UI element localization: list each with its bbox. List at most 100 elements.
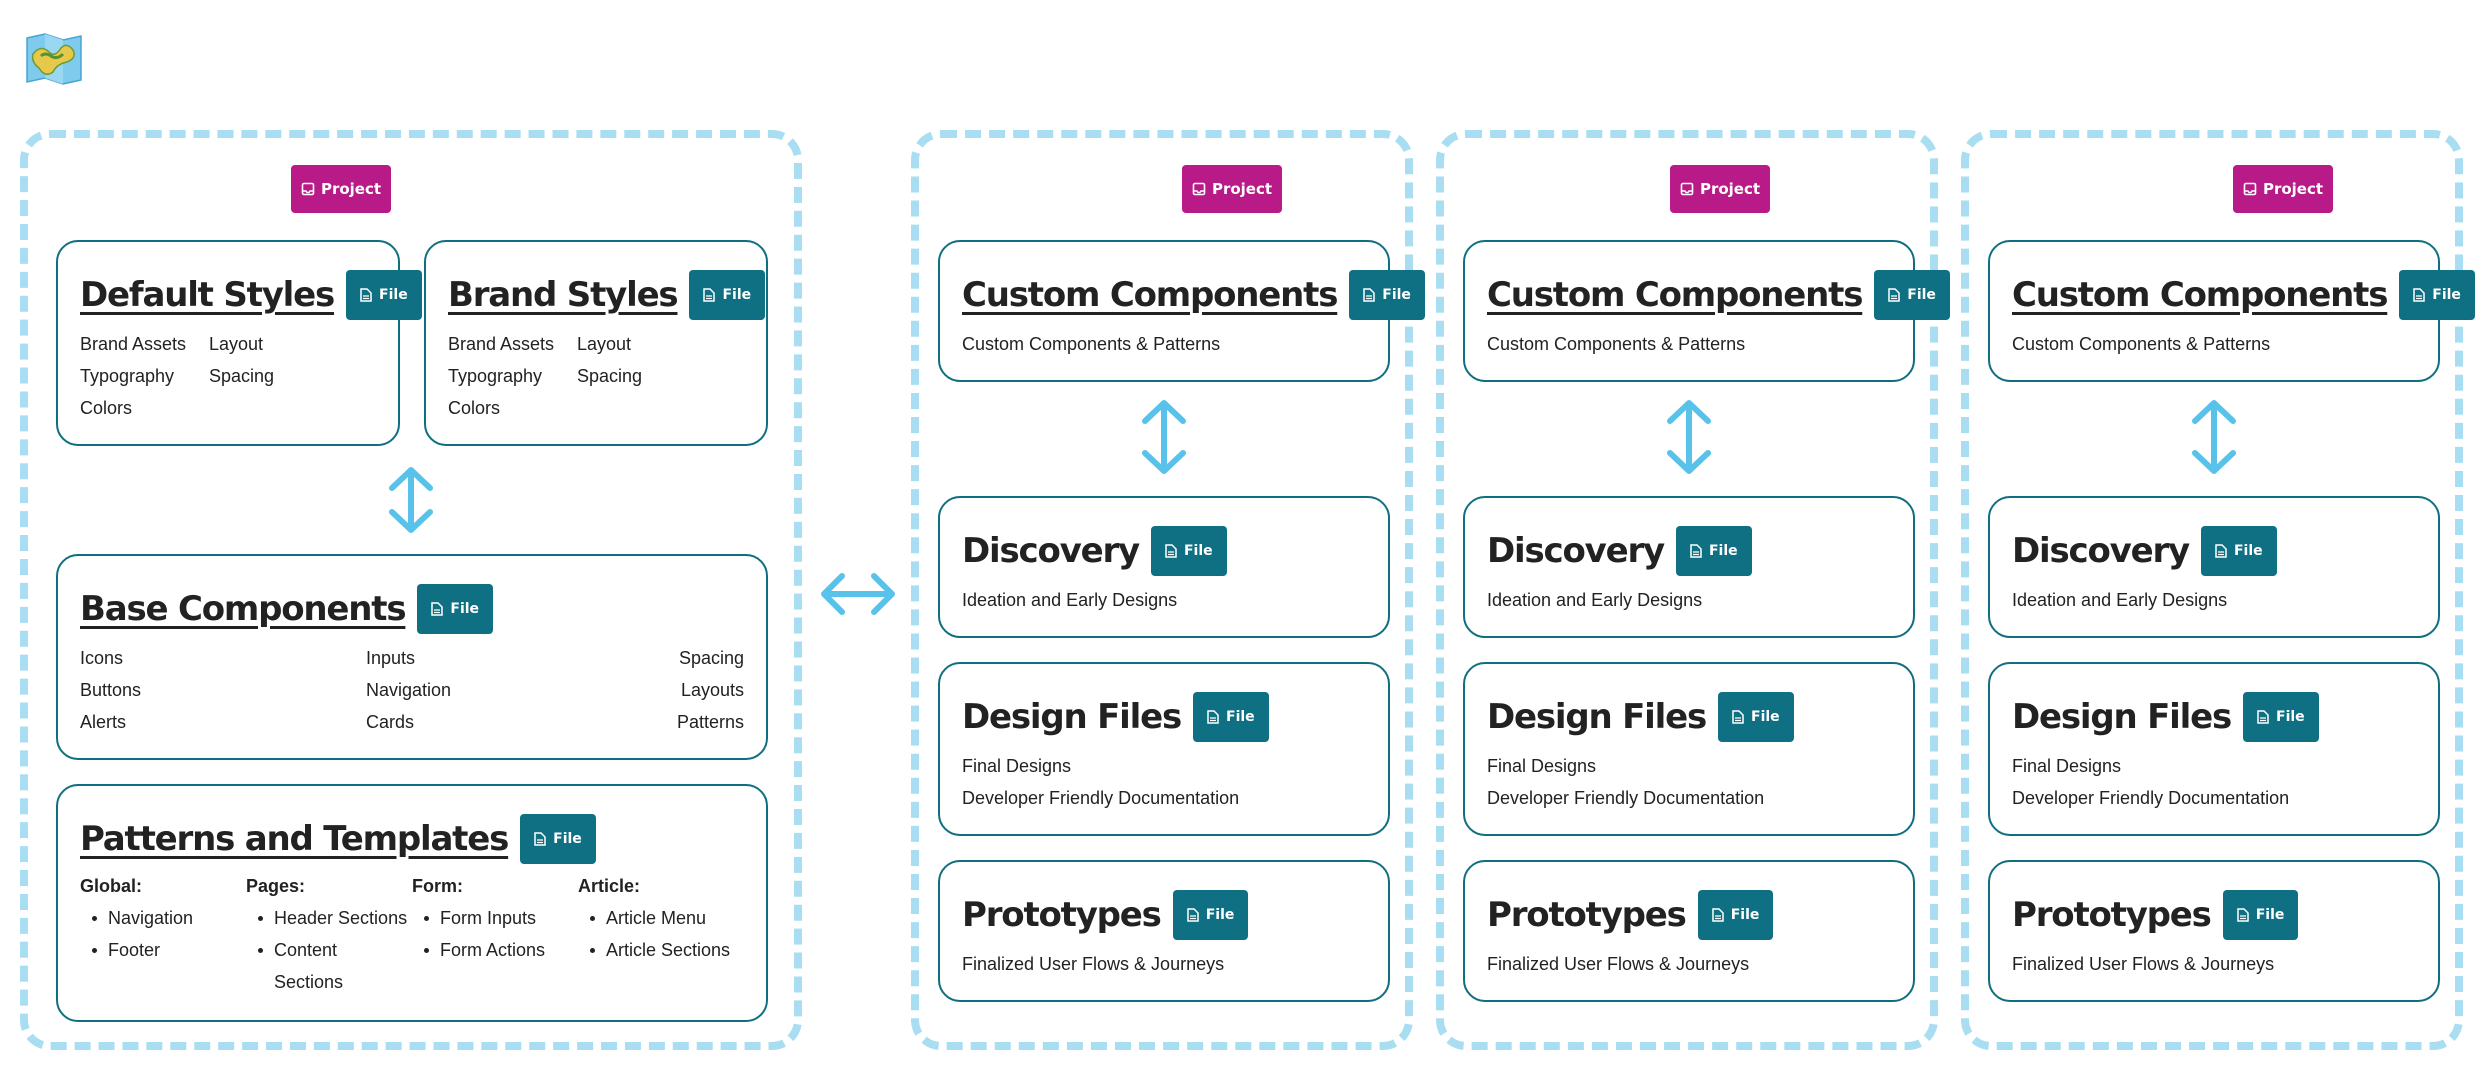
base-components-card[interactable]: Base Components File Icons Inputs Spacin…	[56, 554, 768, 760]
file-button[interactable]: File	[2243, 692, 2319, 742]
group-heading: Form:	[412, 870, 463, 902]
bullet	[424, 916, 429, 921]
file-icon	[1888, 288, 1900, 302]
inbox-icon	[2243, 182, 2257, 196]
file-label: File	[1709, 543, 1738, 559]
file-button[interactable]: File	[1874, 270, 1950, 320]
inbox-icon	[301, 182, 315, 196]
file-button[interactable]: File	[1676, 526, 1752, 576]
brand-styles-card[interactable]: Brand Styles File Brand Assets Layout Ty…	[424, 240, 768, 446]
card-description: Custom Components & Patterns	[962, 328, 1220, 360]
file-icon	[2215, 544, 2227, 558]
file-icon	[1207, 710, 1219, 724]
file-button[interactable]: File	[689, 270, 765, 320]
file-label: File	[1907, 287, 1936, 303]
prototypes-title: Prototypes	[2012, 895, 2211, 935]
list-item: Spacing	[577, 360, 642, 392]
list-item: Inputs	[366, 642, 415, 674]
project-label: Project	[1700, 180, 1760, 198]
file-button[interactable]: File	[1698, 890, 1774, 940]
group-heading: Pages:	[246, 870, 305, 902]
list-item: Layout	[577, 328, 631, 360]
card-description: Custom Components & Patterns	[1487, 328, 1745, 360]
list-item: Navigation	[366, 674, 451, 706]
card-description: Final Designs	[2012, 750, 2121, 782]
card-description: Finalized User Flows & Journeys	[1487, 948, 1749, 980]
file-button[interactable]: File	[417, 584, 493, 634]
custom-components-title[interactable]: Custom Components	[1487, 275, 1862, 315]
base-components-title[interactable]: Base Components	[80, 589, 405, 629]
project-button[interactable]: Project	[1182, 165, 1282, 213]
file-button[interactable]: File	[1349, 270, 1425, 320]
file-button[interactable]: File	[1173, 890, 1249, 940]
list-item: Brand Assets	[448, 328, 554, 360]
project-button[interactable]: Project	[1670, 165, 1770, 213]
file-label: File	[2432, 287, 2461, 303]
project-button[interactable]: Project	[291, 165, 391, 213]
file-label: File	[553, 831, 582, 847]
card-description: Developer Friendly Documentation	[1487, 782, 1764, 814]
design-files-title: Design Files	[962, 697, 1181, 737]
list-item: Content	[274, 934, 337, 966]
list-item: Cards	[366, 706, 414, 738]
file-button[interactable]: File	[346, 270, 422, 320]
list-item: Footer	[108, 934, 160, 966]
file-button[interactable]: File	[520, 814, 596, 864]
list-item: Colors	[80, 392, 132, 424]
list-item: Sections	[274, 966, 343, 998]
vertical-arrow-icon	[2189, 399, 2239, 475]
project-label: Project	[321, 180, 381, 198]
file-label: File	[1731, 907, 1760, 923]
file-label: File	[722, 287, 751, 303]
file-label: File	[1751, 709, 1780, 725]
custom-components-title[interactable]: Custom Components	[2012, 275, 2387, 315]
prototypes-title: Prototypes	[962, 895, 1161, 935]
vertical-arrow-icon	[386, 466, 436, 534]
file-button[interactable]: File	[2201, 526, 2277, 576]
card-description: Final Designs	[962, 750, 1071, 782]
custom-components-title[interactable]: Custom Components	[962, 275, 1337, 315]
file-button[interactable]: File	[1718, 692, 1794, 742]
brand-styles-title[interactable]: Brand Styles	[448, 275, 677, 315]
list-item: Spacing	[209, 360, 274, 392]
file-label: File	[1206, 907, 1235, 923]
file-icon	[2237, 908, 2249, 922]
file-icon	[1732, 710, 1744, 724]
patterns-templates-card[interactable]: Patterns and Templates File Global: Navi…	[56, 784, 768, 1022]
prototypes-title: Prototypes	[1487, 895, 1686, 935]
list-item: Patterns	[677, 706, 744, 738]
list-item: Spacing	[679, 642, 744, 674]
card-description: Ideation and Early Designs	[2012, 584, 2227, 616]
patterns-templates-title[interactable]: Patterns and Templates	[80, 819, 508, 859]
file-icon	[2413, 288, 2425, 302]
discovery-title: Discovery	[962, 531, 1139, 571]
list-item: Header Sections	[274, 902, 407, 934]
list-item: Layouts	[681, 674, 744, 706]
file-button[interactable]: File	[2399, 270, 2475, 320]
file-label: File	[1184, 543, 1213, 559]
list-item: Brand Assets	[80, 328, 186, 360]
vertical-arrow-icon	[1664, 399, 1714, 475]
group-heading: Article:	[578, 870, 640, 902]
file-icon	[1363, 288, 1375, 302]
project-button[interactable]: Project	[2233, 165, 2333, 213]
file-button[interactable]: File	[1151, 526, 1227, 576]
file-button[interactable]: File	[1193, 692, 1269, 742]
default-styles-card[interactable]: Default Styles File Brand Assets Layout …	[56, 240, 400, 446]
list-item: Article Menu	[606, 902, 706, 934]
file-button[interactable]: File	[2223, 890, 2299, 940]
default-styles-title[interactable]: Default Styles	[80, 275, 334, 315]
card-description: Finalized User Flows & Journeys	[2012, 948, 2274, 980]
